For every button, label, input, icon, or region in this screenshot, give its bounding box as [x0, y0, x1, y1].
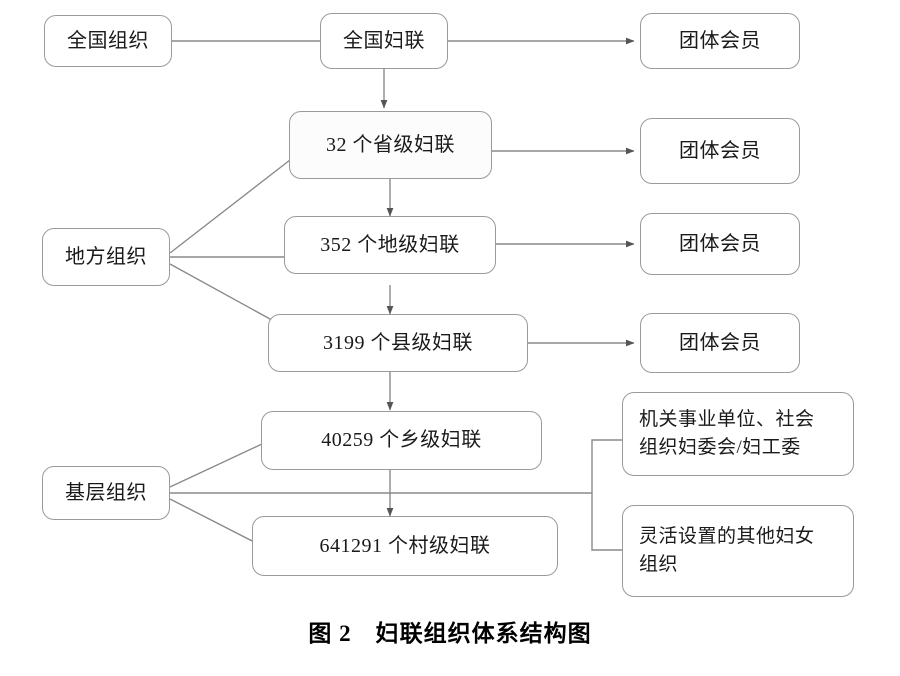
node-label: 基层组织: [65, 481, 147, 504]
edge-trunk-to-work-unit-orgs: [591, 439, 622, 493]
node-flexible-orgs[interactable]: 灵活设置的其他妇女 组织: [622, 505, 854, 597]
node-label: 32 个省级妇联: [326, 133, 455, 156]
node-grassroots-tier[interactable]: 基层组织: [42, 466, 170, 520]
node-county-federation[interactable]: 3199 个县级妇联: [268, 314, 528, 372]
node-label: 团体会员: [679, 139, 761, 162]
node-label-line1: 机关事业单位、社会: [639, 408, 815, 430]
figure-caption: 图 2 妇联组织体系结构图: [308, 621, 592, 646]
node-label: 352 个地级妇联: [320, 233, 460, 256]
edge-grassroots-tier-to-village: [169, 498, 263, 547]
node-local-tier[interactable]: 地方组织: [42, 228, 170, 286]
node-work-unit-orgs[interactable]: 机关事业单位、社会 组织妇委会/妇工委: [622, 392, 854, 476]
node-members-national[interactable]: 团体会员: [640, 13, 800, 69]
node-national-tier[interactable]: 全国组织: [44, 15, 172, 67]
node-label: 40259 个乡级妇联: [321, 429, 482, 451]
node-label-line1: 灵活设置的其他妇女: [639, 525, 815, 547]
node-national-federation[interactable]: 全国妇联: [320, 13, 448, 69]
edge-grassroots-tier-to-township: [169, 443, 263, 488]
node-township-federation[interactable]: 40259 个乡级妇联: [261, 411, 542, 470]
node-village-federation[interactable]: 641291 个村级妇联: [252, 516, 558, 576]
node-label: 3199 个县级妇联: [323, 331, 473, 354]
node-label-wrapper: 机关事业单位、社会 组织妇委会/妇工委: [639, 406, 837, 463]
node-label-line2: 组织: [639, 554, 679, 575]
node-members-provincial[interactable]: 团体会员: [640, 118, 800, 184]
node-label-line2: 组织妇委会/妇工委: [639, 437, 801, 458]
node-label: 地方组织: [65, 245, 147, 268]
node-prefecture-federation[interactable]: 352 个地级妇联: [284, 216, 496, 274]
node-members-county[interactable]: 团体会员: [640, 313, 800, 373]
node-label-wrapper: 灵活设置的其他妇女 组织: [639, 523, 837, 580]
node-label: 全国妇联: [343, 29, 425, 52]
node-provincial-federation[interactable]: 32 个省级妇联: [289, 111, 492, 179]
node-label: 641291 个村级妇联: [319, 534, 491, 557]
node-label: 团体会员: [679, 232, 761, 255]
edge-trunk-to-flexible-orgs: [591, 493, 622, 551]
node-label: 团体会员: [679, 29, 761, 52]
node-members-prefecture[interactable]: 团体会员: [640, 213, 800, 275]
edge-local-tier-to-provincial: [169, 159, 291, 254]
node-label: 全国组织: [67, 29, 149, 52]
node-label: 团体会员: [679, 331, 761, 354]
